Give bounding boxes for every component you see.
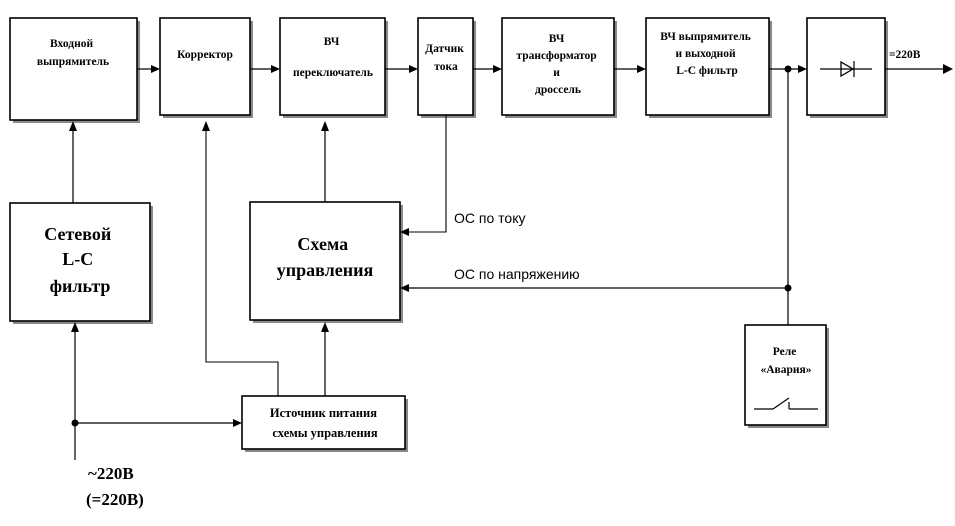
psu-to-control-path (321, 322, 329, 396)
control-circuit-label-1: Схема (297, 234, 348, 254)
svg-text:ВЧ выпрямитель и выходно: ВЧ выпрямитель и выходной L-C фильтр (660, 31, 753, 77)
output-diode-block (806, 17, 888, 118)
hf-switch-label-2: переключатель (293, 67, 373, 79)
corrector-block: Корректор (159, 17, 253, 118)
hf-transformer-label-2: трансформатор (516, 50, 596, 62)
voltage-feedback-label: ОС по напряжению (454, 266, 580, 282)
svg-text:Входной выпрямитель: Входной выпрямитель (37, 38, 109, 68)
current-sensor-label-2: тока (434, 61, 458, 73)
control-psu-label-1: Источник питания (270, 406, 377, 420)
hf-switch-block: ВЧ переключатель (279, 17, 388, 118)
svg-text:Сетевой L-C фильтр: Сетевой L-C фильтр (44, 224, 116, 296)
hf-transformer-label-3: и (553, 67, 560, 79)
alarm-relay-block: Реле «Авария» (744, 324, 829, 428)
control-psu-label-2: схемы управления (272, 426, 377, 440)
diode-icon (820, 60, 872, 78)
control-circuit-block: Схема управления (249, 201, 403, 323)
input-ac-label: ~220В (88, 464, 134, 483)
current-feedback-path (400, 115, 447, 236)
mains-filter-label-1: Сетевой (44, 224, 111, 244)
svg-text:ВЧ переключатель: ВЧ переключатель (293, 36, 373, 79)
mains-filter-label-3: фильтр (50, 276, 111, 296)
mains-filter-label-2: L-C (62, 249, 93, 269)
mains-to-rectifier-path (69, 121, 77, 203)
hf-switch-label-1: ВЧ (324, 36, 340, 48)
hf-rectifier-label-2: и выходной (675, 48, 736, 60)
psu-to-corrector-path (202, 121, 279, 396)
signal-path-top (137, 64, 953, 74)
alarm-relay-label-2: «Авария» (760, 364, 811, 376)
svg-text:Корректор: Корректор (177, 49, 233, 61)
svg-text:Реле «Авария»: Реле «Авария» (760, 346, 811, 376)
hf-rectifier-label-1: ВЧ выпрямитель (660, 31, 751, 43)
svg-text:Датчик тока: Датчик тока (425, 43, 467, 73)
hf-transformer-block: ВЧ трансформатор и дроссель (501, 17, 617, 118)
input-dc-label: (=220В) (86, 490, 144, 509)
mains-lc-filter-block: Сетевой L-C фильтр (9, 202, 153, 324)
hf-rectifier-label-3: L-C фильтр (676, 65, 738, 77)
svg-text:Источник питания схемы у: Источник питания схемы управления (270, 406, 380, 440)
current-sensor-block: Датчик тока (417, 17, 476, 118)
hf-transformer-label-4: дроссель (535, 84, 581, 96)
svg-text:ВЧ трансформатор и: ВЧ трансформатор и дроссель (516, 33, 599, 96)
current-sensor-label-1: Датчик (425, 43, 464, 55)
svg-text:Схема управления: Схема управления (277, 234, 374, 280)
alarm-relay-label-1: Реле (773, 346, 797, 358)
voltage-feedback-path (400, 69, 792, 325)
control-to-switch-path (321, 121, 329, 202)
current-feedback-label: ОС по току (454, 210, 525, 226)
input-rectifier-block: Входной выпрямитель (9, 17, 140, 123)
input-feed-path (71, 322, 242, 460)
control-power-supply-block: Источник питания схемы управления (241, 395, 408, 452)
output-voltage-label: =220В (889, 49, 921, 61)
control-circuit-label-2: управления (277, 260, 374, 280)
input-rectifier-label-2: выпрямитель (37, 56, 109, 68)
hf-transformer-label-1: ВЧ (549, 33, 565, 45)
relay-contact-icon (754, 397, 818, 410)
corrector-label: Корректор (177, 49, 233, 61)
hf-rectifier-filter-block: ВЧ выпрямитель и выходной L-C фильтр (645, 17, 772, 118)
input-rectifier-label-1: Входной (50, 38, 93, 50)
